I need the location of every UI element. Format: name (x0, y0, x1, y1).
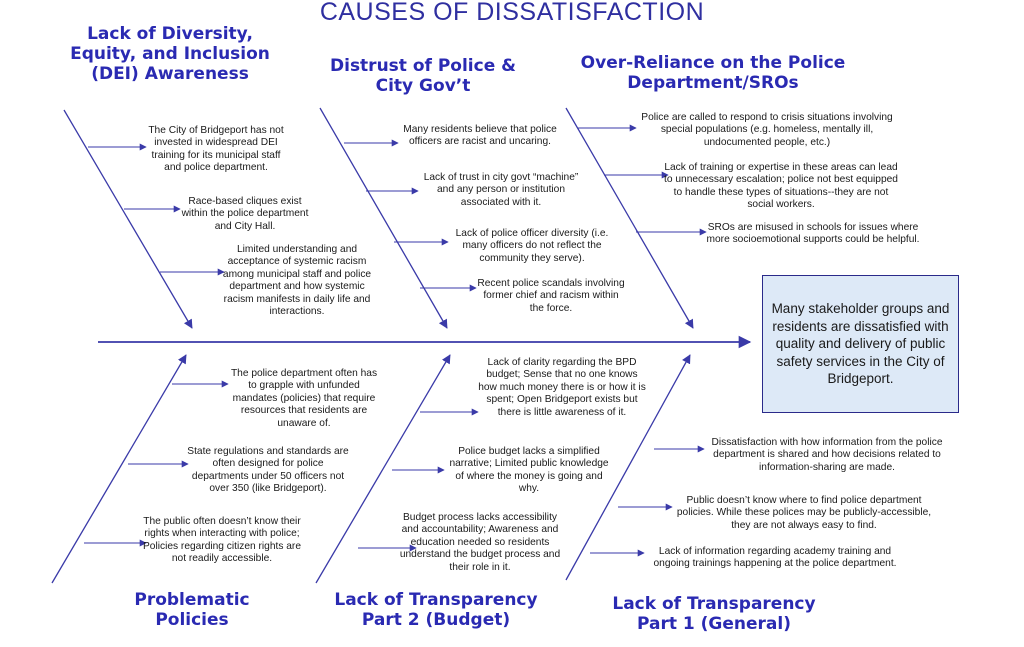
cause-text: Public doesn’t know where to find police… (676, 495, 932, 531)
cause-text: Lack of trust in city govt “machine” and… (423, 172, 579, 208)
cause-text: Lack of clarity regarding the BPD budget… (478, 357, 646, 418)
category-label-dei: Lack of Diversity, Equity, and Inclusion… (70, 24, 270, 84)
cause-text: Budget process lacks accessibility and a… (399, 512, 561, 573)
category-label-policies: Problematic Policies (134, 590, 250, 630)
cause-text: The police department often has to grapp… (230, 368, 378, 429)
cause-text: Lack of training or expertise in these a… (664, 162, 898, 211)
cause-text: Limited understanding and acceptance of … (222, 244, 372, 318)
diagram-title: CAUSES OF DISSATISFACTION (319, 0, 705, 26)
rib-budget (315, 354, 451, 584)
cause-text: Recent police scandals involving former … (477, 278, 625, 314)
cause-text: State regulations and standards are ofte… (187, 446, 349, 495)
rib-distrust (319, 107, 448, 329)
category-label-over-reliance: Over-Reliance on the Police Department/S… (580, 53, 846, 93)
cause-text: Lack of information regarding academy tr… (653, 546, 897, 570)
cause-text: The public often doesn’t know their righ… (143, 516, 301, 565)
rib-general (565, 354, 691, 581)
rib-reliance (565, 107, 694, 329)
cause-text: Police budget lacks a simplified narrati… (449, 446, 609, 495)
category-label-distrust: Distrust of Police & City Gov’t (330, 56, 516, 96)
cause-text: Many residents believe that police offic… (403, 124, 557, 148)
effect-text: Many stakeholder groups and residents ar… (771, 301, 950, 387)
cause-text: Police are called to respond to crisis s… (641, 112, 893, 148)
rib-policies (51, 354, 187, 584)
category-label-transparency-general: Lack of Transparency Part 1 (General) (612, 594, 816, 634)
category-label-transparency-budget: Lack of Transparency Part 2 (Budget) (334, 590, 538, 630)
effect-box: Many stakeholder groups and residents ar… (762, 275, 959, 413)
cause-text: Dissatisfaction with how information fro… (711, 437, 943, 473)
cause-text: The City of Bridgeport has not invested … (148, 125, 284, 174)
rib-dei (63, 109, 193, 329)
cause-text: SROs are misused in schools for issues w… (706, 222, 920, 246)
cause-text: Race-based cliques exist within the poli… (181, 196, 309, 232)
cause-text: Lack of police officer diversity (i.e. m… (455, 228, 609, 264)
